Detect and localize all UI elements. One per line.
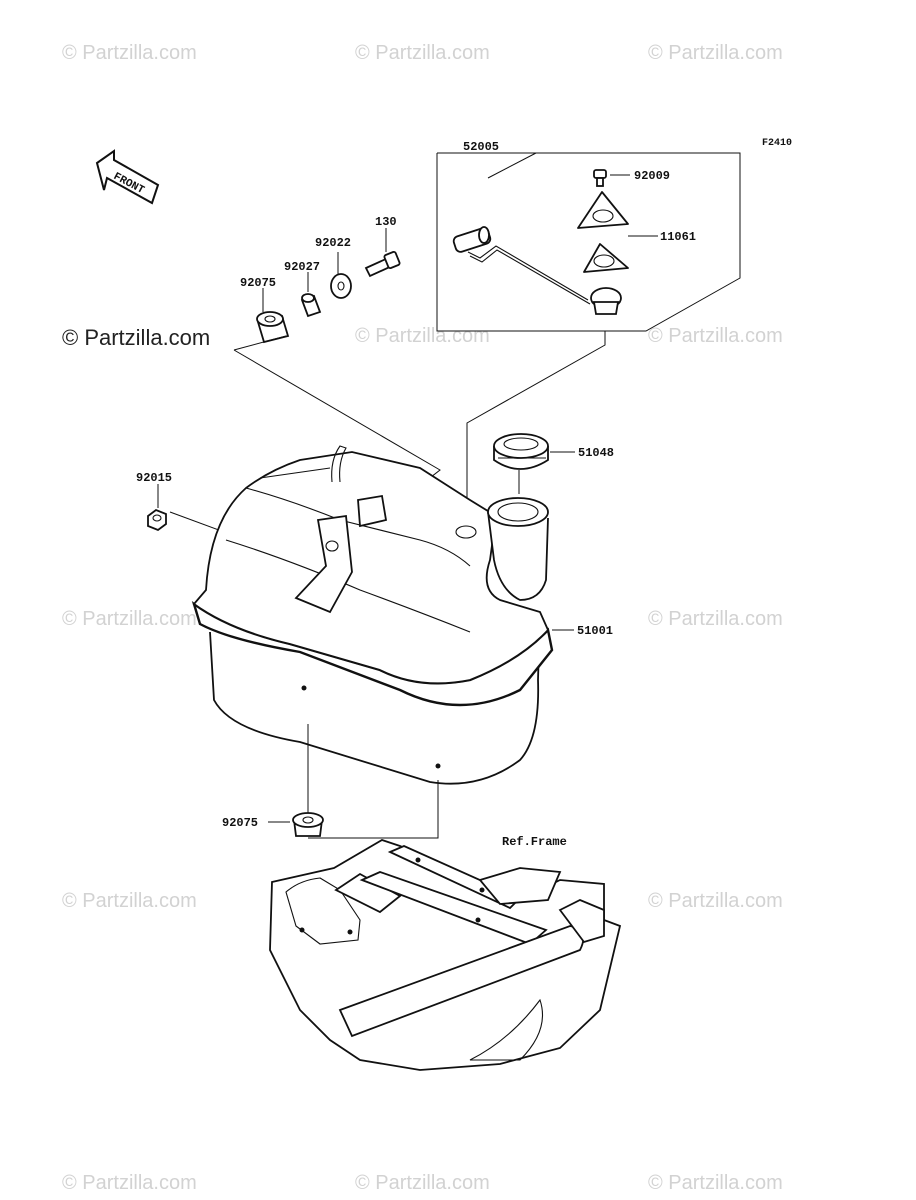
screw-92009 [593, 169, 607, 187]
watermark: © Partzilla.com [648, 42, 783, 64]
watermark-main: © Partzilla.com [62, 325, 211, 350]
reference-frame [269, 839, 622, 1071]
leader-line [466, 331, 606, 530]
washer-92022 [330, 273, 352, 299]
nut-92015 [147, 508, 167, 532]
watermark: © Partzilla.com [62, 890, 197, 912]
watermark: © Partzilla.com [355, 42, 490, 64]
fuel-tank-51001 [191, 445, 554, 785]
watermark: © Partzilla.com [648, 325, 783, 347]
sender-assembly-box [436, 152, 741, 332]
grommet-92075-upper [256, 311, 290, 344]
bolt-130 [364, 250, 401, 278]
collar-92027 [300, 293, 322, 318]
callout-92009: 92009 [634, 169, 670, 183]
watermark: © Partzilla.com [62, 42, 197, 64]
callout-92027: 92027 [284, 260, 320, 274]
watermark: © Partzilla.com [648, 890, 783, 912]
watermark: © Partzilla.com [62, 1172, 197, 1194]
fuel-cap-51048 [493, 433, 549, 470]
figure-code: F2410 [762, 138, 792, 149]
gasket-11061 [583, 243, 629, 273]
callout-92075-upper: 92075 [240, 276, 276, 290]
fuel-sender-unit [452, 226, 622, 315]
callout-92022: 92022 [315, 236, 351, 250]
callout-11061: 11061 [660, 230, 696, 244]
grommet-92075-lower [292, 812, 324, 837]
callout-51001: 51001 [577, 624, 613, 638]
watermark: © Partzilla.com [62, 608, 197, 630]
ref-frame-label: Ref.Frame [502, 835, 567, 849]
callout-92075-lower: 92075 [222, 816, 258, 830]
watermark: © Partzilla.com [355, 1172, 490, 1194]
callout-52005: 52005 [463, 140, 499, 154]
sender-plate [577, 191, 629, 229]
leader-line [307, 724, 439, 839]
watermark: © Partzilla.com [648, 1172, 783, 1194]
front-arrow-icon: FRONT [95, 149, 160, 205]
leader-line [487, 152, 537, 179]
callout-130: 130 [375, 215, 397, 229]
watermark: © Partzilla.com [648, 608, 783, 630]
callout-92015: 92015 [136, 471, 172, 485]
callout-51048: 51048 [578, 446, 614, 460]
